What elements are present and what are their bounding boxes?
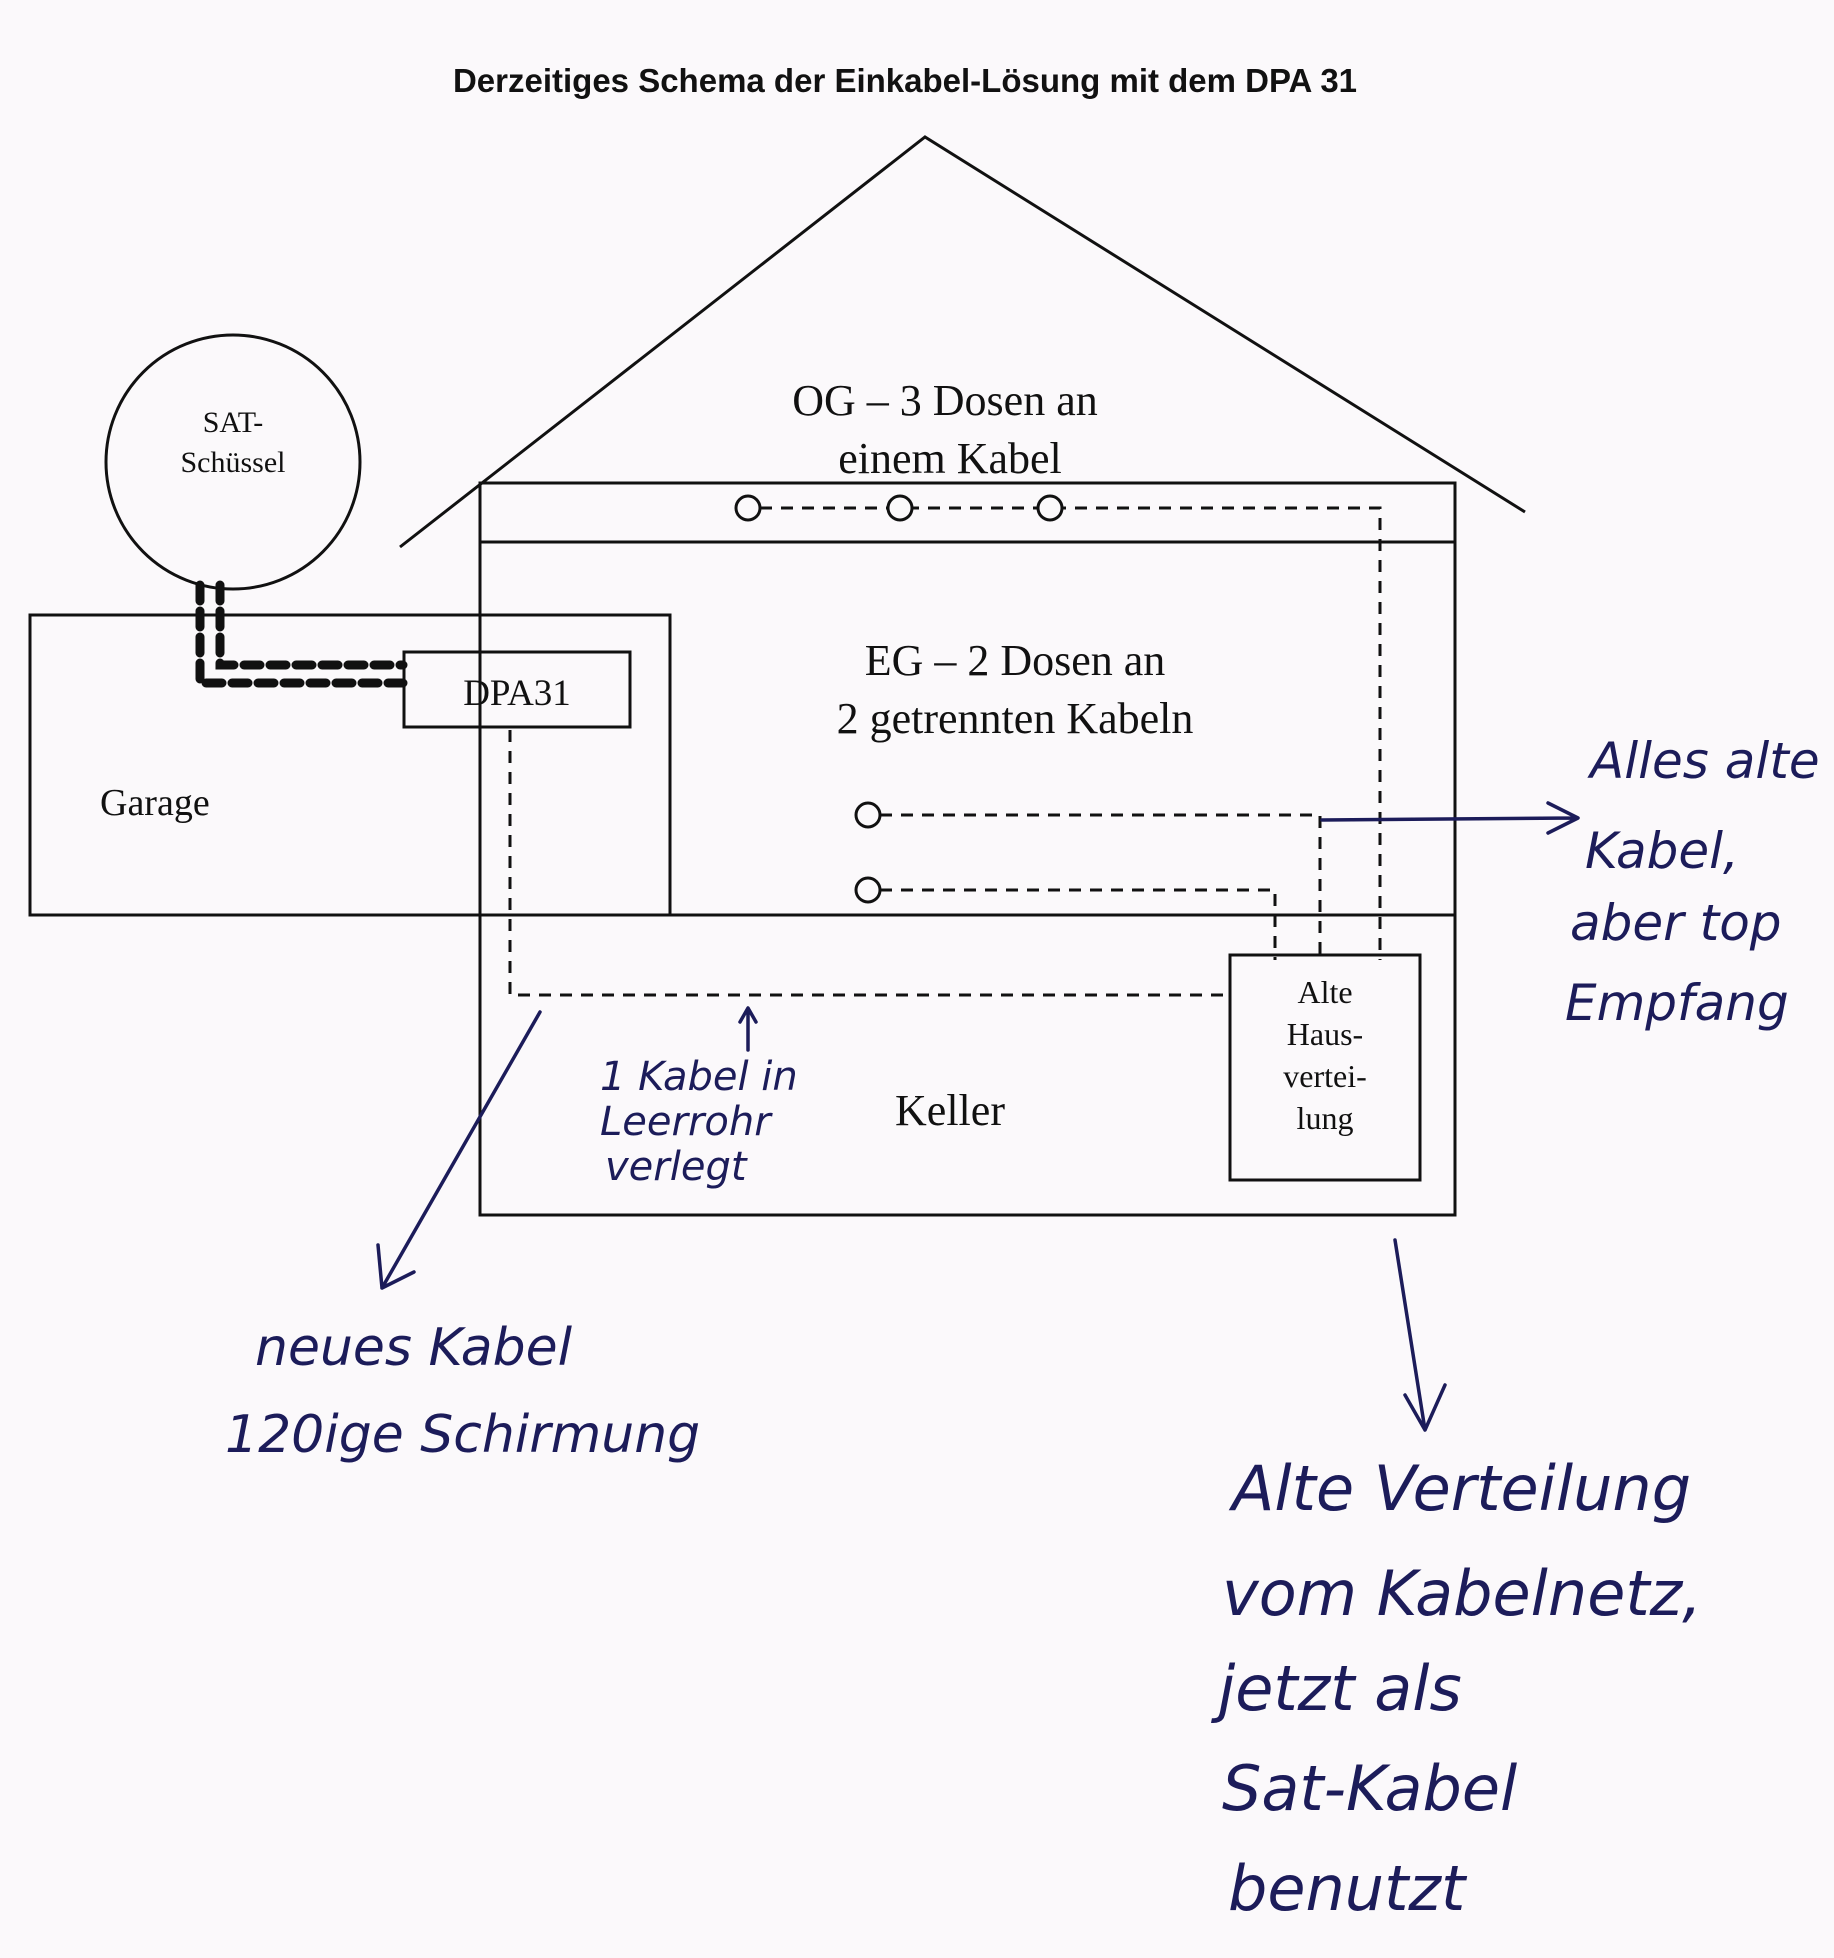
sat-cable-1	[195, 580, 408, 688]
old-distribution-note-line3: jetzt als	[1211, 1652, 1462, 1725]
right-note-line2: Kabel,	[1585, 822, 1739, 880]
eg-cable-2	[880, 888, 1277, 960]
og-cable	[760, 506, 1382, 960]
right-note-line4: Empfang	[1565, 974, 1789, 1032]
old-distribution-note-line4: Sat-Kabel	[1222, 1752, 1517, 1825]
old-distribution-label-line3: vertei-	[1283, 1058, 1367, 1094]
diagram-title: Derzeitiges Schema der Einkabel-Lösung m…	[453, 62, 1357, 99]
right-note-arrow	[1320, 801, 1580, 835]
old-distribution-note-arrow	[1393, 1238, 1447, 1432]
og-label-line1: OG – 3 Dosen an	[792, 376, 1098, 425]
right-note-line3: aber top	[1570, 894, 1782, 952]
eg-socket-1	[854, 801, 882, 829]
og-socket-3	[1036, 494, 1064, 522]
og-label-line2: einem Kabel	[838, 434, 1062, 483]
new-cable-note-line2: 120ige Schirmung	[225, 1405, 700, 1465]
house-outline	[478, 481, 1457, 1217]
old-distribution-note-line2: vom Kabelnetz,	[1222, 1557, 1702, 1630]
house-roof	[399, 135, 1526, 549]
old-distribution-label-line4: lung	[1297, 1100, 1354, 1136]
dpa31-label: DPA31	[463, 673, 571, 714]
sat-cable-2	[215, 580, 408, 670]
conduit-note-arrow	[738, 1006, 758, 1052]
garage-outline	[28, 613, 672, 917]
keller-label: Keller	[895, 1086, 1005, 1135]
eg-label-line2: 2 getrennten Kabeln	[837, 694, 1194, 743]
conduit-note-line1: 1 Kabel in	[600, 1054, 798, 1100]
old-distribution-note-line1: Alte Verteilung	[1228, 1452, 1691, 1525]
right-note-line1: Alles alte	[1587, 732, 1820, 790]
sat-dish-label-line1: SAT-	[203, 406, 264, 439]
sat-dish-label-line2: Schüssel	[181, 446, 286, 479]
eg-label-line1: EG – 2 Dosen an	[865, 636, 1166, 685]
eg-socket-2	[854, 876, 882, 904]
old-distribution-label-line2: Haus-	[1287, 1016, 1363, 1052]
old-distribution-box	[1228, 953, 1422, 1182]
old-distribution-label-line1: Alte	[1297, 974, 1352, 1010]
sat-dish-circle	[104, 333, 362, 591]
conduit-note-line2: Leerrohr	[600, 1099, 773, 1145]
dpa31-box	[402, 650, 632, 729]
new-cable-note-line1: neues Kabel	[255, 1318, 573, 1378]
old-distribution-note-line5: benutzt	[1228, 1852, 1468, 1925]
og-socket-1	[734, 494, 762, 522]
garage-label: Garage	[100, 782, 210, 824]
og-socket-2	[886, 494, 914, 522]
eg-cable-1	[880, 813, 1322, 960]
conduit-note-line3: verlegt	[605, 1144, 748, 1190]
dpa-to-distribution-cable	[508, 730, 1230, 997]
new-cable-note-arrow	[376, 1010, 542, 1290]
